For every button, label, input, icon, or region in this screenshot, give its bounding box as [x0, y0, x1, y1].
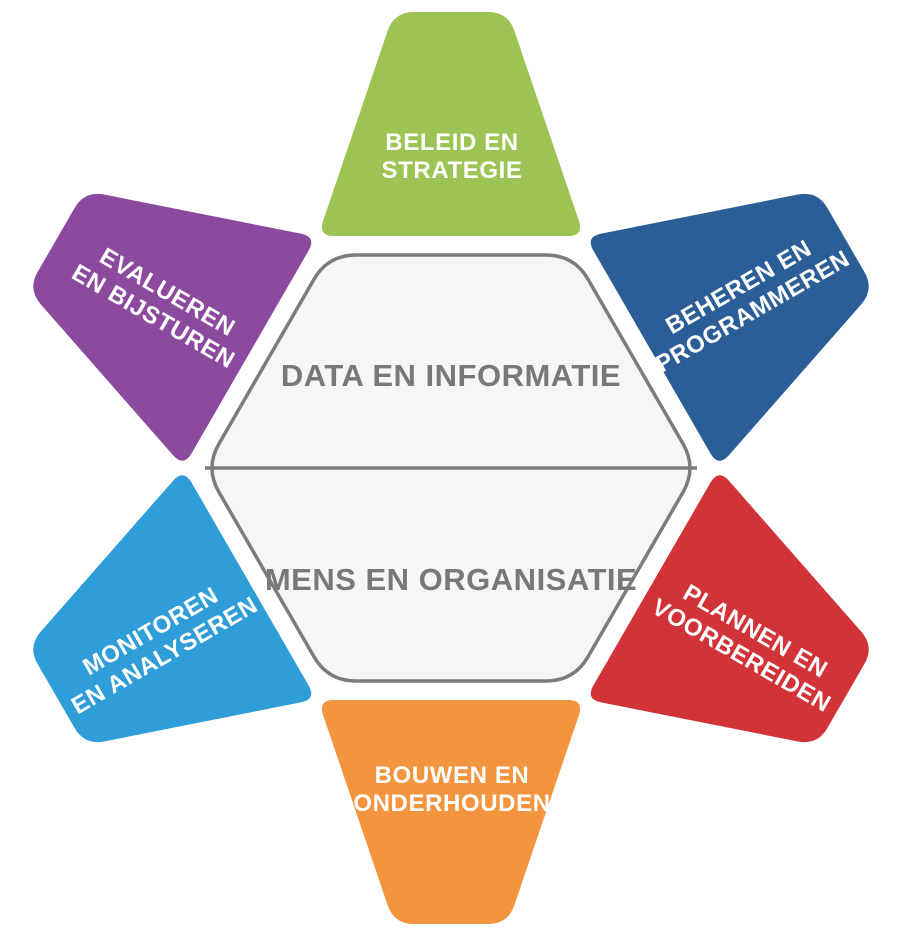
hexagon-top-label: DATA EN INFORMATIE	[281, 358, 621, 393]
hexagon-bottom-label: MENS EN ORGANISATIE	[265, 562, 637, 597]
petal-bottom-label-line1: BOUWEN EN	[375, 762, 530, 789]
petal-shape-top-right	[590, 193, 869, 461]
petal-shape-top-left	[33, 193, 312, 461]
petal-top-label-line1: BELEID EN	[385, 129, 518, 156]
petal-plannen-en-voorbereiden: PLANNEN EN VOORBEREIDEN	[590, 475, 869, 743]
petal-shape-top	[321, 12, 581, 236]
petal-beheren-en-programmeren: BEHEREN EN PROGRAMMEREN	[590, 193, 869, 461]
petal-bottom-label-line2: ONDERHOUDEN	[353, 790, 550, 817]
petal-shape-bottom-left	[33, 475, 312, 743]
petal-shape-bottom	[321, 700, 581, 924]
petal-bouwen-en-onderhouden: BOUWEN EN ONDERHOUDEN	[321, 700, 581, 924]
petal-shape-bottom-right	[590, 475, 869, 743]
petal-evalueren-en-bijsturen: EVALUEREN EN BIJSTUREN	[33, 193, 312, 461]
petal-monitoren-en-analyseren: MONITOREN EN ANALYSEREN	[33, 475, 312, 743]
petal-beleid-en-strategie: BELEID EN STRATEGIE	[321, 12, 581, 236]
petal-top-label-line2: STRATEGIE	[382, 157, 523, 184]
hexagon-core: DATA EN INFORMATIE MENS EN ORGANISATIE	[205, 253, 697, 683]
